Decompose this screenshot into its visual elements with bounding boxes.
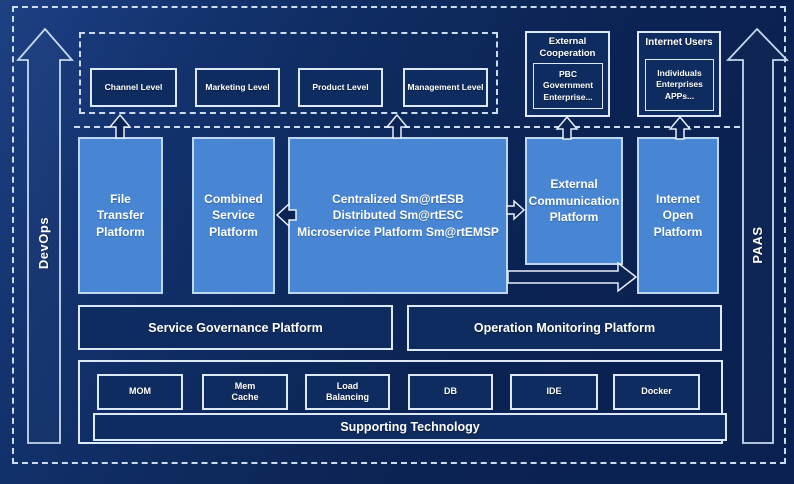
management-level-box: Management Level [403, 68, 488, 107]
horizontal-dashed-line [74, 126, 740, 128]
internet-users-title: Internet Users [645, 37, 713, 48]
operation-monitoring-platform-box: Operation Monitoring Platform [407, 305, 722, 351]
channel-level-box: Channel Level [90, 68, 177, 107]
internet-open-platform-box: Internet Open Platform [637, 137, 719, 294]
tech-box-db: DB [408, 374, 493, 410]
product-level-box: Product Level [298, 68, 383, 107]
internet-users-box: Internet Users Individuals Enterprises A… [637, 31, 721, 117]
combined-service-platform-box: Combined Service Platform [192, 137, 275, 294]
devops-rail-label: DevOps [36, 216, 51, 270]
tech-box-mem-cache: Mem Cache [202, 374, 288, 410]
supporting-technology-bar: Supporting Technology [93, 413, 727, 441]
levels-dashed-container [79, 32, 498, 114]
external-communication-platform-box: External Communication Platform [525, 137, 623, 265]
tech-box-ide: IDE [510, 374, 598, 410]
external-cooperation-members-box: PBC Government Enterprise... [533, 63, 603, 109]
tech-box-load-balancing: Load Balancing [305, 374, 390, 410]
internet-users-members-box: Individuals Enterprises APPs... [645, 59, 714, 111]
file-transfer-platform-box: File Transfer Platform [78, 137, 163, 294]
marketing-level-box: Marketing Level [195, 68, 280, 107]
service-governance-platform-box: Service Governance Platform [78, 305, 393, 350]
paas-rail-label: PAAS [750, 226, 765, 264]
supporting-technology-container [78, 360, 723, 444]
external-cooperation-box: External Cooperation PBC Government Ente… [525, 31, 610, 117]
external-cooperation-title: External Cooperation [539, 36, 596, 60]
tech-box-docker: Docker [613, 374, 700, 410]
tech-box-mom: MOM [97, 374, 183, 410]
esb-platform-box: Centralized Sm@rtESB Distributed Sm@rtES… [288, 137, 508, 294]
